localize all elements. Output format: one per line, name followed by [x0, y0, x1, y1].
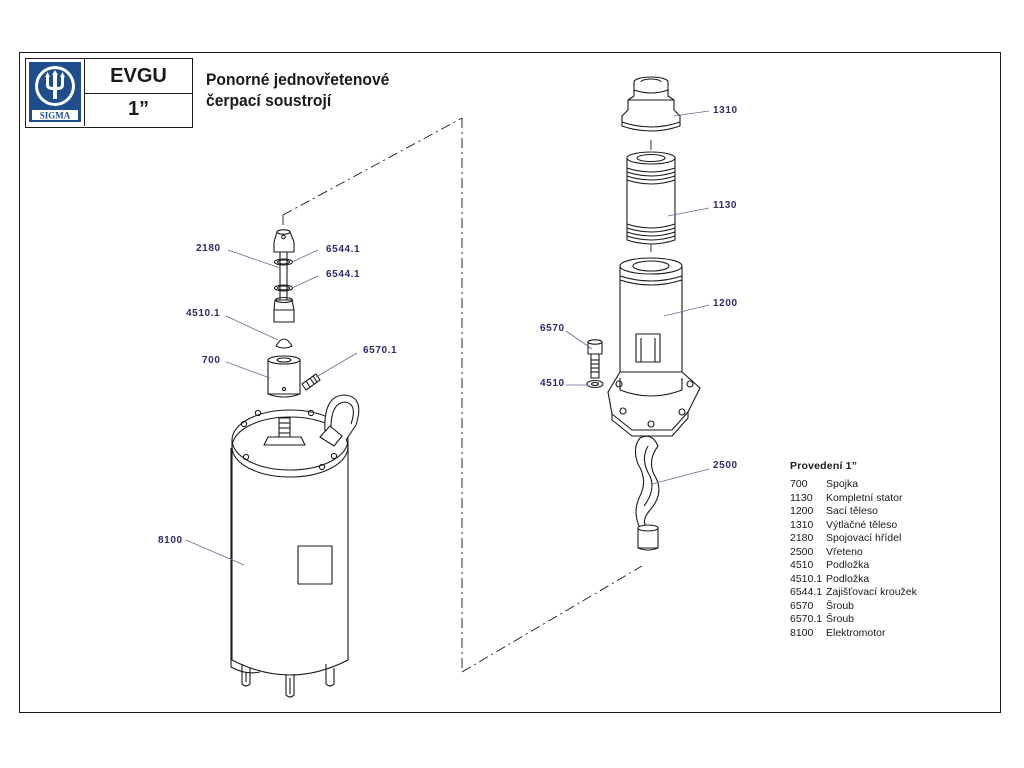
drawing-title: Ponorné jednovřetenové čerpací soustrojí: [206, 69, 389, 111]
legend-name: Šroub: [826, 613, 855, 625]
legend-code: 2500: [790, 545, 814, 558]
callout-1130: 1130: [713, 200, 738, 211]
legend-name: Vřeteno: [826, 545, 863, 558]
callout-6570: 6570: [540, 323, 565, 334]
legend-name: Podložka: [826, 559, 870, 571]
legend-name: Spojovací hřídel: [826, 532, 902, 544]
legend-row: 2500 Vřeteno: [790, 546, 917, 560]
callout-6544-1-upper: 6544.1: [326, 244, 361, 255]
callout-6570-1: 6570.1: [363, 345, 398, 356]
part-2500-rotor: [634, 435, 660, 551]
legend-row: 8100 Elektromotor: [790, 627, 917, 641]
legend-code: 6570.1: [790, 613, 823, 625]
callout-2500: 2500: [713, 460, 738, 471]
callout-6544-1-lower: 6544.1: [326, 269, 361, 280]
callout-1310: 1310: [713, 105, 738, 116]
legend-row: 4510 Podložka: [790, 559, 917, 573]
legend-code: 700: [790, 478, 808, 490]
part-6570-screw: [587, 339, 603, 379]
legend-code: 2180: [790, 532, 814, 544]
legend-row: 1130 Kompletní stator: [790, 492, 917, 506]
size-cell: 1”: [84, 93, 192, 126]
parts-legend: Provedení 1” 700 Spojka 1130 Kompletní sta…: [790, 460, 917, 640]
part-1130-stator: [626, 151, 676, 245]
callout-1200: 1200: [713, 298, 738, 309]
part-1200-suction-body: [607, 257, 701, 437]
leader-lines: [185, 110, 710, 566]
legend-row: 1200 Sací těleso: [790, 505, 917, 519]
legend-row: 6570 Šroub: [790, 600, 917, 614]
legend-code: 6570: [790, 599, 814, 612]
part-6570-1-screw: [301, 373, 321, 391]
legend-row: 700 Spojka: [790, 478, 917, 492]
legend-code: 4510: [790, 559, 814, 571]
legend-code: 4510.1: [790, 572, 823, 585]
callout-4510-1: 4510.1: [186, 308, 221, 319]
callout-8100: 8100: [158, 535, 183, 546]
model-cell: EVGU: [84, 59, 192, 94]
legend-row: 1310 Výtlačné těleso: [790, 519, 917, 533]
part-2180-sleeve: [273, 299, 295, 323]
sigma-logo: SIGMA: [26, 59, 84, 126]
legend-heading: Provedení 1”: [790, 460, 858, 472]
title-line-1: Ponorné jednovřetenové: [206, 70, 390, 89]
legend-name: Výtlačné těleso: [826, 518, 898, 531]
part-1310-discharge-body: [621, 76, 681, 132]
title-line-2: čerpací soustrojí: [206, 91, 332, 110]
legend-name: Elektromotor: [826, 626, 886, 639]
legend-name: Šroub: [826, 599, 855, 612]
callout-4510: 4510: [540, 378, 565, 389]
legend-code: 1200: [790, 505, 814, 517]
part-4510-washer: [586, 379, 604, 389]
part-4510-1-washer: [275, 338, 293, 349]
legend-name: Kompletní stator: [826, 491, 903, 504]
drawing-sheet: SIGMA EVGU 1” Ponorné jednovřetenové čer…: [19, 52, 1001, 713]
title-block: SIGMA EVGU 1”: [25, 58, 193, 128]
callout-2180: 2180: [196, 243, 221, 254]
legend-code: 1310: [790, 518, 814, 531]
part-700-coupling: [267, 355, 301, 398]
part-8100-motor: [230, 394, 360, 698]
legend-code: 6544.1: [790, 586, 823, 598]
legend-name: Sací těleso: [826, 505, 878, 517]
legend-name: Podložka: [826, 572, 870, 585]
part-2180-shaft: [273, 229, 295, 301]
legend-code: 8100: [790, 626, 814, 639]
legend-code: 1130: [790, 491, 813, 504]
legend-name: Spojka: [826, 478, 859, 490]
brand-text: SIGMA: [40, 111, 71, 121]
callout-700: 700: [202, 355, 221, 366]
legend-name: Zajišťovací kroužek: [826, 586, 917, 598]
legend-row: 2180 Spojovací hřídel: [790, 532, 917, 546]
